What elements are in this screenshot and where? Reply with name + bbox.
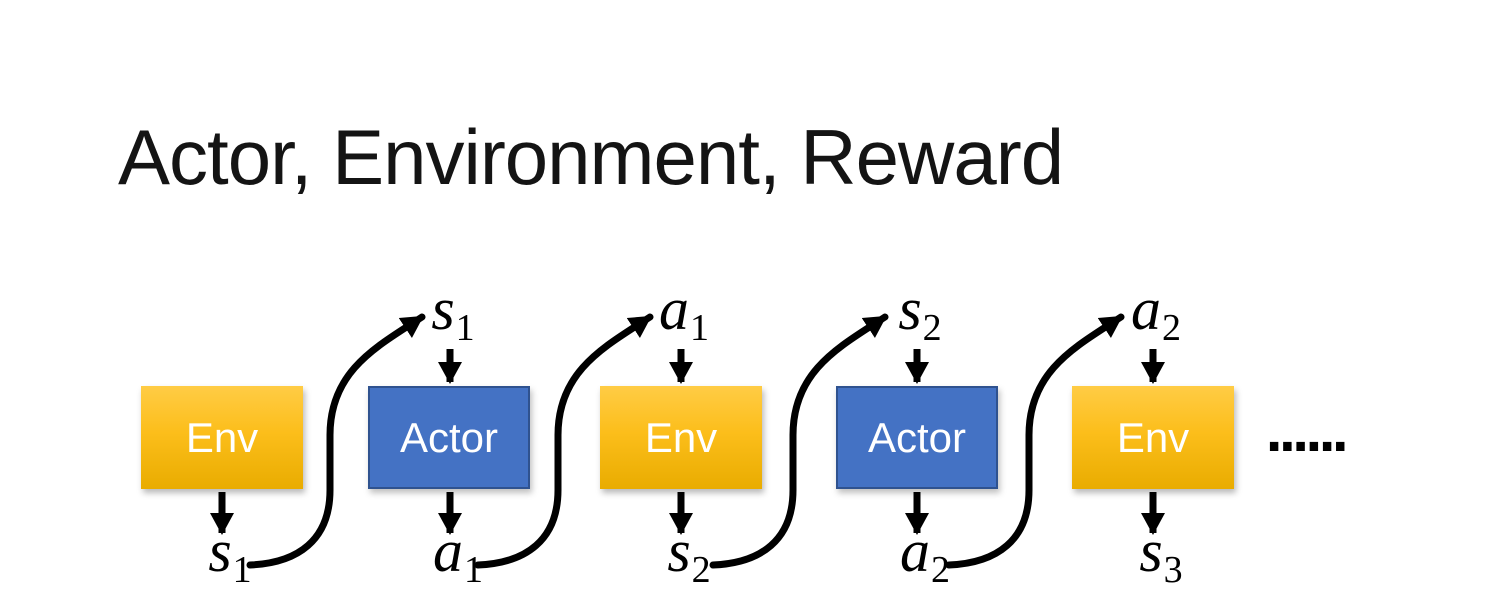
bottom-label-a2: a2 (900, 518, 950, 589)
top-label-a1-var: a (659, 276, 689, 342)
bottom-label-s1-sub: 1 (232, 549, 252, 591)
actor-box-1-label: Actor (399, 413, 499, 461)
feedback-arrow-s1 (246, 313, 426, 569)
actor-box-2: Actor (836, 386, 998, 489)
top-label-a2-var: a (1131, 276, 1161, 342)
bottom-label-s1-var: s (208, 518, 232, 584)
bottom-label-a2-var: a (900, 518, 930, 584)
top-label-a1-sub: 1 (690, 307, 709, 349)
feedback-arrow-a2 (945, 313, 1125, 569)
top-label-a1: a1 (659, 276, 709, 347)
actor-box-1: Actor (368, 386, 530, 489)
top-label-s1-sub: 1 (455, 307, 475, 349)
env-box-1-label: Env (185, 413, 259, 461)
top-label-s1-var: s (431, 276, 455, 342)
env-box-2-label: Env (644, 413, 718, 461)
bottom-label-s3: s3 (1139, 518, 1182, 589)
bottom-label-a1-var: a (433, 518, 463, 584)
top-label-a2: a2 (1131, 276, 1181, 347)
top-label-s2-var: s (898, 276, 922, 342)
top-label-s2: s2 (898, 276, 941, 347)
feedback-arrow-a1 (474, 313, 654, 569)
env-box-1: Env (141, 386, 303, 489)
bottom-label-a2-sub: 2 (931, 549, 950, 591)
env-box-2: Env (600, 386, 762, 489)
bottom-label-s2-sub: 2 (691, 549, 711, 591)
continuation-ellipsis: ...... (1265, 407, 1349, 463)
bottom-label-s3-var: s (1139, 518, 1163, 584)
slide-title: Actor, Environment, Reward (118, 113, 1064, 201)
top-label-a2-sub: 2 (1162, 307, 1181, 349)
env-box-3-label: Env (1116, 413, 1190, 461)
feedback-arrow-s2 (709, 313, 889, 569)
top-label-s1: s1 (431, 276, 474, 347)
env-box-3: Env (1072, 386, 1234, 489)
bottom-label-s2: s2 (667, 518, 710, 589)
top-label-s2-sub: 2 (922, 307, 942, 349)
bottom-label-s3-sub: 3 (1163, 549, 1183, 591)
bottom-label-s1: s1 (208, 518, 251, 589)
actor-box-2-label: Actor (867, 413, 967, 461)
bottom-label-a1: a1 (433, 518, 483, 589)
bottom-label-a1-sub: 1 (464, 549, 483, 591)
bottom-label-s2-var: s (667, 518, 691, 584)
